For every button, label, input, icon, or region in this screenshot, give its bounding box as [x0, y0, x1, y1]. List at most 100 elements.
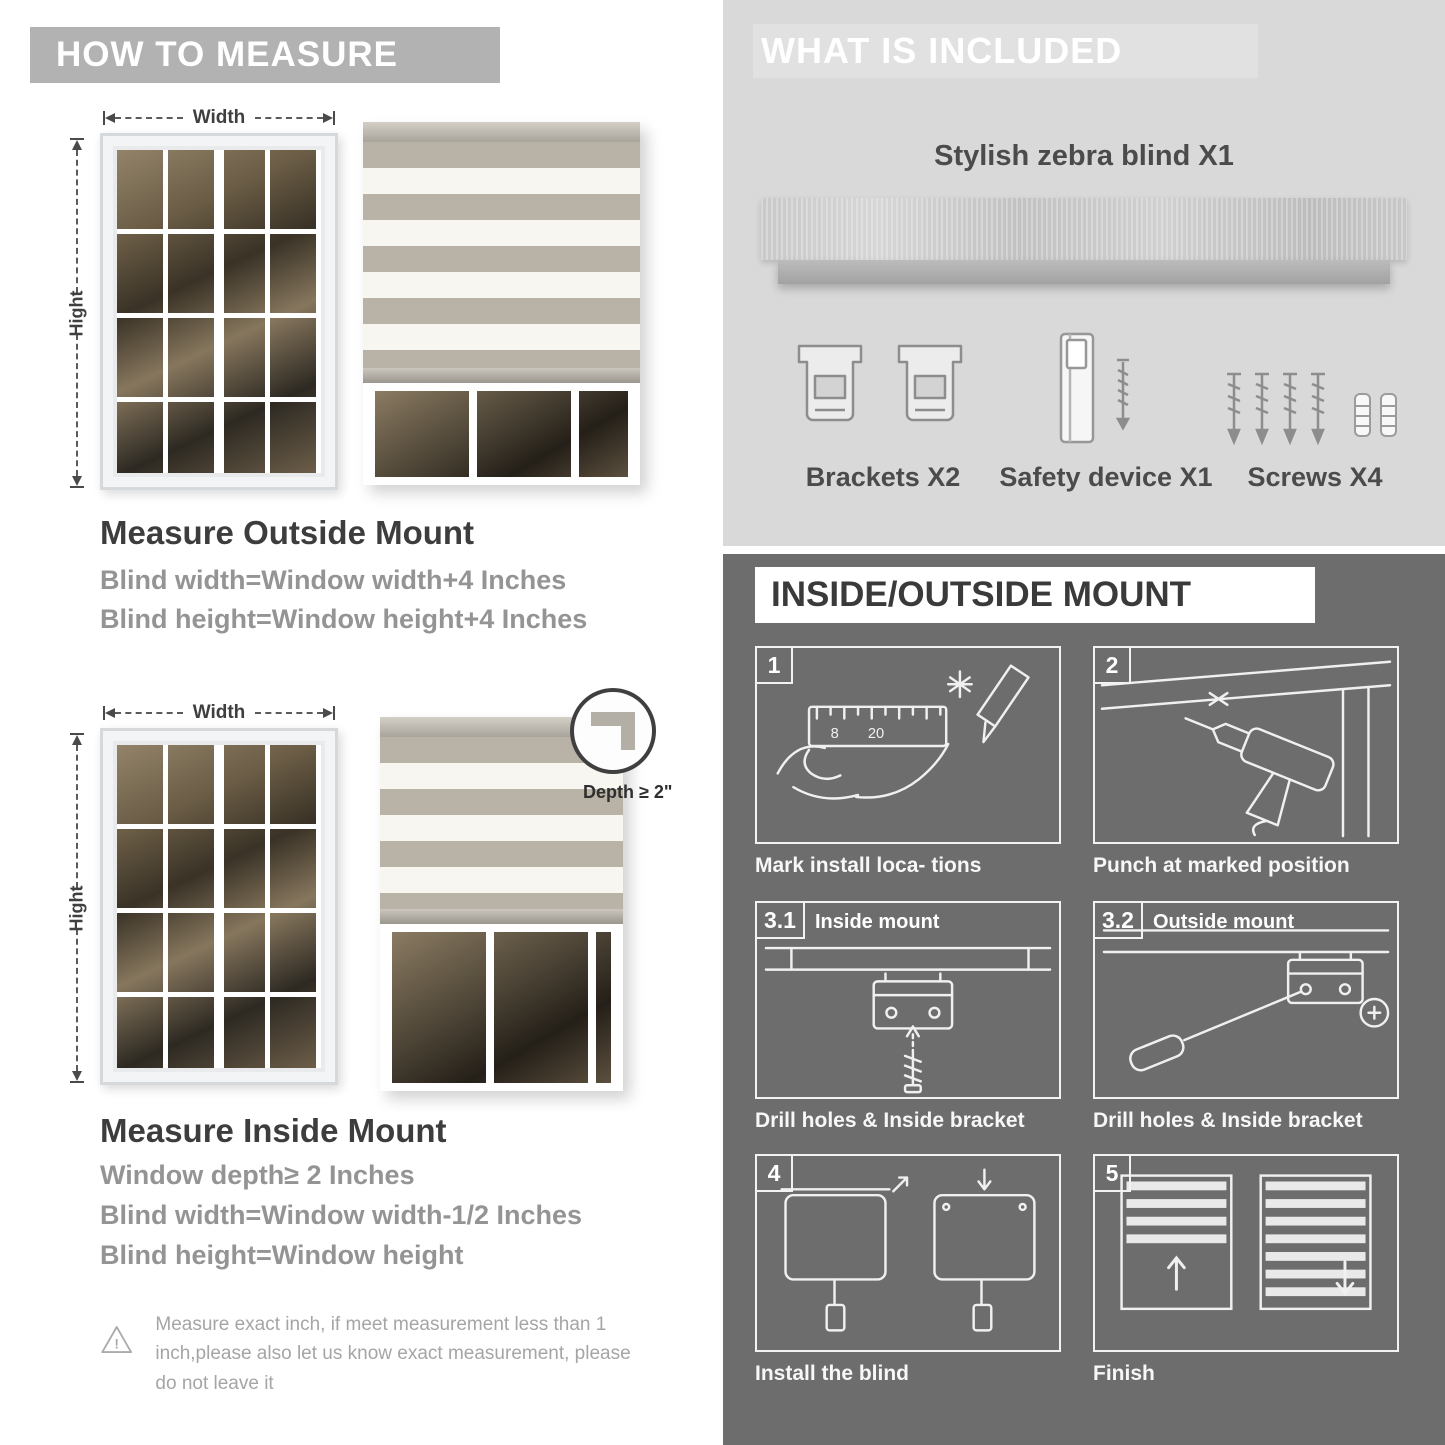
blind-bottom-rail — [380, 909, 623, 924]
step-caption-4: Install the blind — [755, 1362, 910, 1385]
step-caption-5: Finish — [1093, 1362, 1155, 1385]
height-arrow-inside: Hight — [62, 733, 92, 1083]
step-caption-3-1: Drill holes & Inside bracket — [755, 1109, 1025, 1132]
arrow-left-icon — [105, 113, 115, 123]
what-is-included-header: WHAT IS INCLUDED — [753, 24, 1258, 78]
install-blind-illustration — [780, 1168, 1036, 1332]
arrow-dash — [115, 117, 183, 119]
step-number: 5 — [1095, 1156, 1131, 1192]
step-number: 4 — [757, 1156, 793, 1192]
arrow-dash — [76, 333, 78, 476]
arrow-down-icon — [72, 476, 82, 486]
arrow-dash — [76, 928, 78, 1071]
mount-header: INSIDE/OUTSIDE MOUNT — [755, 567, 1315, 623]
step-caption-2: Punch at marked position — [1093, 854, 1350, 877]
warning-exclamation: ! — [114, 1335, 119, 1351]
arrow-dash — [76, 150, 78, 293]
brackets-icon — [797, 344, 963, 422]
zebra-blind-inside — [380, 717, 623, 1091]
arrow-cap — [103, 706, 105, 720]
arrow-cap — [70, 733, 84, 735]
inside-bracket-illustration — [764, 946, 1052, 1094]
window-glass — [392, 932, 611, 1083]
warning-text: Measure exact inch, if meet measurement … — [155, 1314, 631, 1394]
window-under-blind — [363, 383, 640, 485]
arrow-cap — [70, 138, 84, 140]
height-label: Hight — [66, 290, 87, 336]
arrow-cap — [333, 111, 335, 125]
zebra-blind-outside — [363, 122, 640, 485]
brackets-label: Brackets X2 — [805, 462, 961, 492]
step-panel-3-1: 3.1 Inside mount — [755, 901, 1061, 1099]
step-number: 3.1 — [757, 903, 805, 939]
inside-formula-height: Blind height=Window height — [100, 1240, 464, 1270]
safety-device-icon — [1059, 332, 1131, 444]
inside-formula-depth: Window depth≥ 2 Inches — [100, 1160, 415, 1190]
window-under-blind — [380, 924, 623, 1091]
depth-note: Depth ≥ 2" — [583, 782, 673, 802]
what-is-included-section: WHAT IS INCLUDED Stylish zebra blind X1 — [723, 0, 1445, 546]
arrow-up-icon — [72, 735, 82, 745]
blind-headrail-illustration — [761, 198, 1407, 260]
window-photo-outside — [100, 133, 338, 490]
height-arrow-outside: Hight — [62, 138, 92, 488]
width-arrow-outside: Width — [103, 107, 335, 128]
arrow-right-icon — [323, 113, 333, 123]
screws-icon — [1227, 372, 1397, 446]
arrow-up-icon — [72, 140, 82, 150]
arrow-dash — [255, 117, 323, 119]
window-glass — [113, 741, 325, 1072]
arrow-cap — [103, 111, 105, 125]
arrow-cap — [70, 486, 84, 488]
measure-warning: ! Measure exact inch, if meet measuremen… — [100, 1306, 645, 1398]
inside-mount-title: Measure Inside Mount — [100, 1112, 447, 1149]
width-label: Width — [192, 702, 246, 723]
window-photo-inside — [100, 728, 338, 1085]
step-panel-5: 5 — [1093, 1154, 1399, 1352]
outside-mount-title: Measure Outside Mount — [100, 514, 475, 551]
blind-cassette — [363, 122, 640, 142]
cassette-corner-art — [591, 712, 635, 750]
arrow-right-icon — [323, 708, 333, 718]
blind-cassette — [380, 717, 623, 737]
window-glass — [113, 146, 325, 477]
step-title: Inside mount — [815, 911, 940, 933]
blind-bottomrail-illustration — [778, 260, 1390, 284]
arrow-dash — [115, 712, 183, 714]
blind-bottom-rail — [363, 368, 640, 383]
arrow-cap — [333, 706, 335, 720]
outside-formula-width: Blind width=Window width+4 Inches — [100, 565, 567, 595]
width-label: Width — [192, 107, 246, 128]
height-label: Hight — [66, 885, 87, 931]
ruler-number: 8 — [831, 726, 839, 742]
blind-stripes — [363, 142, 640, 368]
step-panel-4: 4 — [755, 1154, 1061, 1352]
inside-formula-width: Blind width=Window width-1/2 Inches — [100, 1200, 583, 1230]
arrow-dash — [255, 712, 323, 714]
safety-device-label: Safety device X1 — [999, 462, 1213, 492]
step-caption-3-2: Drill holes & Inside bracket — [1093, 1109, 1363, 1132]
window-glass — [375, 391, 628, 477]
width-arrow-inside: Width — [103, 702, 335, 723]
step-panel-1: 1 8 20 — [755, 646, 1061, 844]
outside-formula-height: Blind height=Window height+4 Inches — [100, 604, 588, 634]
mark-location-illustration: 8 20 — [776, 664, 1030, 800]
screws-label: Screws X4 — [1247, 462, 1383, 492]
ruler-number: 20 — [868, 726, 884, 742]
arrow-left-icon — [105, 708, 115, 718]
step-title: Outside mount — [1153, 911, 1295, 933]
step-panel-3-2: 3.2 Outside mount — [1093, 901, 1399, 1099]
drill-illustration — [1100, 660, 1392, 838]
warning-triangle-icon: ! — [101, 1326, 133, 1353]
outside-bracket-illustration — [1102, 929, 1390, 1072]
arrow-cap — [70, 1081, 84, 1083]
product-label: Stylish zebra blind X1 — [934, 140, 1234, 172]
arrow-down-icon — [72, 1071, 82, 1081]
finish-illustration — [1120, 1174, 1372, 1311]
step-panel-2: 2 — [1093, 646, 1399, 844]
step-number: 1 — [757, 648, 793, 684]
mount-instructions-section: INSIDE/OUTSIDE MOUNT 1 8 20 Mark install… — [723, 554, 1445, 1445]
step-number: 2 — [1095, 648, 1131, 684]
blind-stripes — [380, 737, 623, 909]
